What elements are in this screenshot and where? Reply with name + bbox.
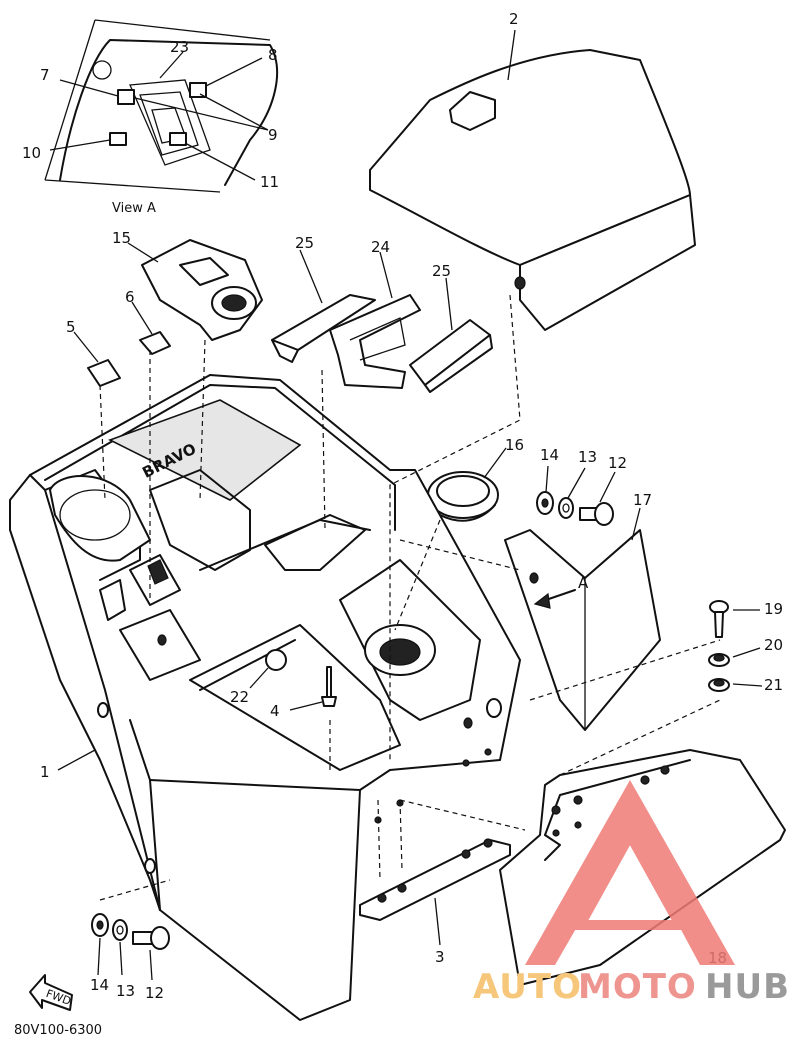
forward-arrow: FWD [29, 974, 73, 1011]
callout-12-bottom: 12 [145, 984, 164, 1002]
clip-part-6 [139, 331, 171, 355]
watermark-triangle-icon [525, 780, 735, 965]
callout-10: 10 [22, 144, 41, 162]
screw-part-19 [709, 600, 729, 638]
view-a-pad-7 [117, 89, 135, 105]
callout-8: 8 [268, 46, 278, 64]
knob-part-22 [265, 649, 287, 671]
bracket-part-24 [329, 294, 421, 389]
callout-24: 24 [371, 238, 390, 256]
callout-14-top: 14 [540, 446, 559, 464]
callout-20: 20 [764, 636, 783, 654]
callout-7: 7 [40, 66, 50, 84]
view-a-pad-10 [109, 132, 127, 146]
assembly-guide-lines [99, 294, 721, 901]
callout-15: 15 [112, 229, 131, 247]
pad-part-25-right [409, 319, 493, 393]
callout-21: 21 [764, 676, 783, 694]
view-a-pad-8 [189, 82, 207, 98]
console-body-part-1: BRAVO [9, 374, 521, 1021]
washer-part-13-bottom [112, 919, 128, 941]
callout-14-bottom: 14 [90, 976, 109, 994]
callout-25-right: 25 [432, 262, 451, 280]
nut-part-14-bottom [91, 913, 109, 937]
watermark-auto: AUTO [473, 967, 582, 1007]
callout-6: 6 [125, 288, 135, 306]
callout-22: 22 [230, 688, 249, 706]
washer-part-21 [708, 678, 730, 692]
part-code: 80V100-6300 [14, 1023, 102, 1038]
bolt-part-12-bottom [132, 926, 170, 950]
watermark-logo [525, 780, 735, 965]
view-a-pad-11 [169, 132, 187, 146]
grommet-part-16 [427, 471, 499, 522]
nut-part-14-top [536, 491, 554, 515]
callout-12-top: 12 [608, 454, 627, 472]
bolt-part-12-top [579, 502, 614, 526]
callout-23: 23 [170, 38, 189, 56]
washer-part-13-top [558, 497, 574, 519]
screw-part-4 [321, 666, 337, 707]
view-a-label: View A [112, 201, 156, 216]
lid-part-2 [369, 49, 696, 331]
callout-19: 19 [764, 600, 783, 618]
callout-3: 3 [435, 948, 445, 966]
callout-4: 4 [270, 702, 280, 720]
view-arrow-a [533, 589, 576, 609]
watermark-moto: MOTO [578, 967, 697, 1007]
nut-part-20 [708, 653, 730, 667]
view-a-inset [44, 19, 278, 193]
pad-part-25-left [271, 294, 376, 363]
callout-13-top: 13 [578, 448, 597, 466]
clip-part-5 [87, 359, 121, 387]
watermark-hub: HUB [705, 967, 790, 1007]
callout-9: 9 [268, 126, 278, 144]
callout-13-bottom: 13 [116, 982, 135, 1000]
bracket-part-3 [359, 838, 511, 921]
callout-5: 5 [66, 318, 76, 336]
callout-2: 2 [509, 10, 519, 28]
arrow-a-label: A [578, 574, 589, 592]
callout-16: 16 [505, 436, 524, 454]
callout-17: 17 [633, 491, 652, 509]
cup-holder-insert-part-15 [141, 239, 263, 341]
callout-1: 1 [40, 763, 50, 781]
callout-11: 11 [260, 173, 279, 191]
callout-25-left: 25 [295, 234, 314, 252]
panel-part-17 [504, 529, 661, 731]
